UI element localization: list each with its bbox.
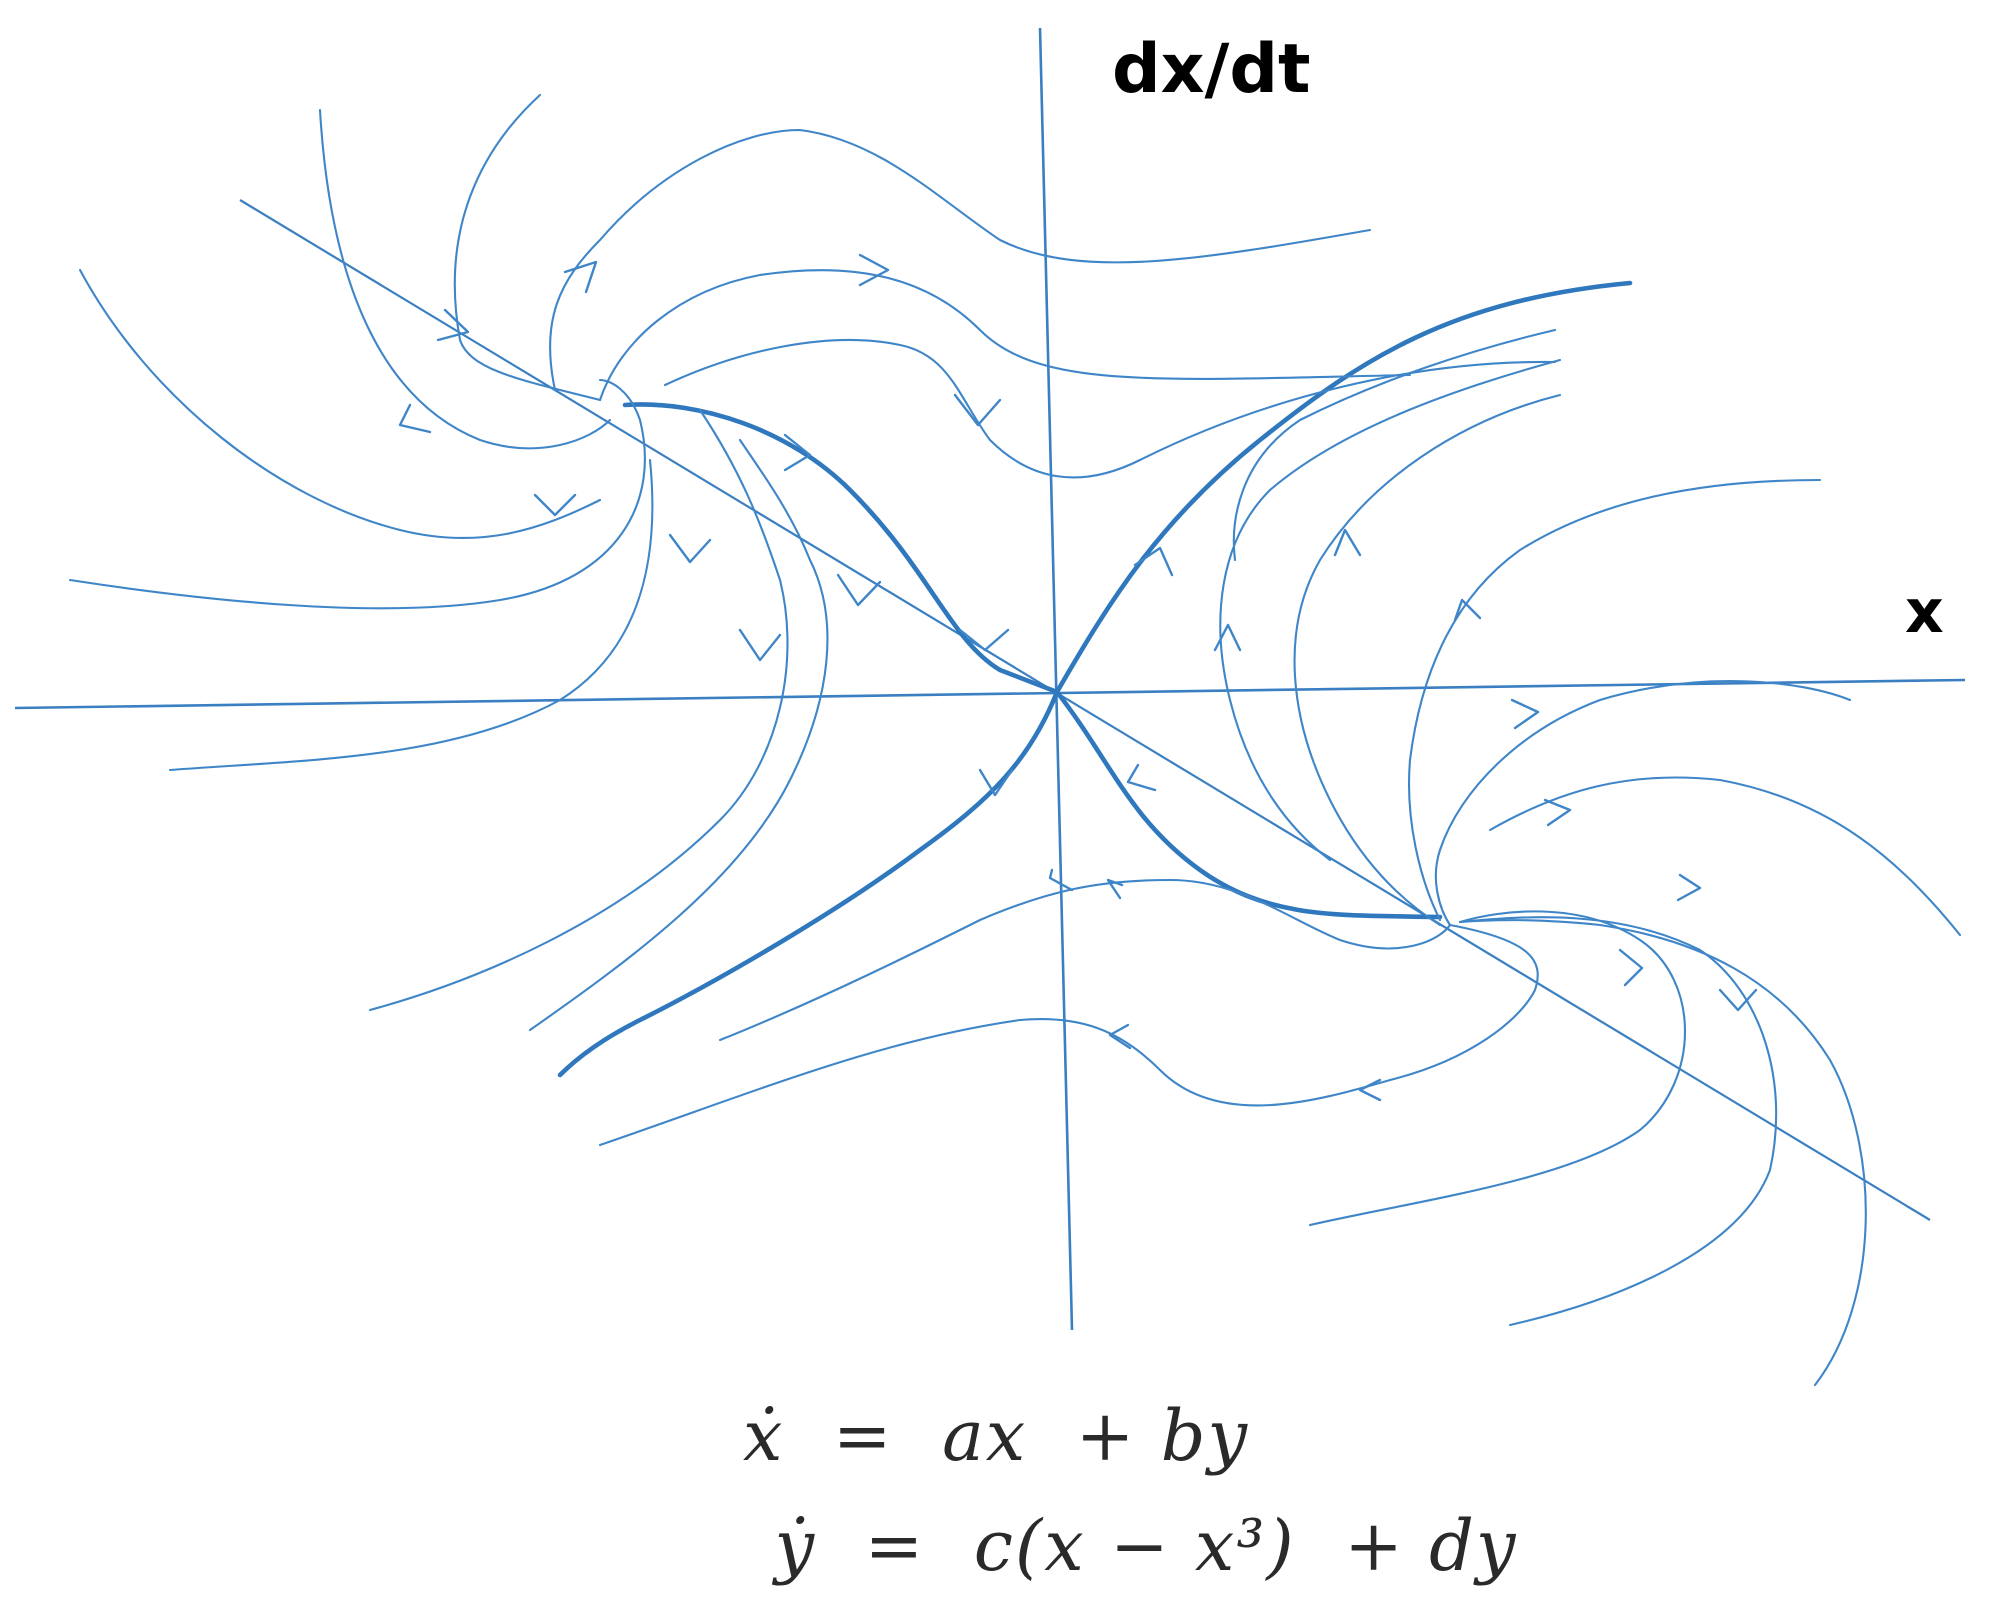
horizontal-axis <box>14 678 1966 710</box>
trajectory <box>1232 328 1557 562</box>
stable-separatrix-lower <box>1054 689 1443 920</box>
arrow-icon <box>783 433 812 472</box>
arrow-icon <box>1048 868 1074 892</box>
arrow-icon <box>1453 598 1482 622</box>
arrow-icon <box>738 628 782 662</box>
arrow-icon <box>1133 546 1174 577</box>
vertical-axis <box>1038 27 1074 1331</box>
eigen-line <box>239 199 1931 1221</box>
stable-separatrix-upper <box>622 402 1060 695</box>
unstable-separatrix-upper <box>1054 280 1633 695</box>
vertical-axis-label: dx/dt <box>1112 30 1311 109</box>
arrow-icon <box>668 533 712 564</box>
arrow-icon <box>1106 878 1124 900</box>
arrow-icon <box>436 308 470 342</box>
arrow-icon <box>836 573 882 607</box>
trajectory <box>1434 680 1852 927</box>
unstable-separatrix-lower <box>557 689 1060 1078</box>
arrow-icon <box>1333 528 1362 557</box>
equation-y-dot: ẏ = c(x − x³) + dy <box>774 1505 1518 1587</box>
trajectory <box>598 269 1412 402</box>
arrow-icon <box>1126 763 1157 792</box>
trajectory <box>368 408 789 1012</box>
trajectory <box>168 458 654 772</box>
trajectory <box>1458 919 1867 1387</box>
arrow-icon <box>1676 873 1702 902</box>
arrow-icon <box>1108 1023 1132 1050</box>
arrow-icon <box>1618 948 1644 987</box>
trajectory <box>318 108 612 450</box>
equation-x-dot: ẋ = ax + by <box>742 1395 1250 1477</box>
trajectory <box>1219 358 1562 862</box>
arrow-icon <box>978 768 1014 797</box>
arrow-icon <box>953 393 1002 427</box>
arrow-icon <box>1543 798 1572 827</box>
trajectories <box>68 93 1962 1387</box>
trajectory <box>78 268 602 540</box>
arrow-icon <box>858 253 890 287</box>
arrow-icon <box>1358 1078 1382 1102</box>
trajectory <box>453 93 602 402</box>
trajectory <box>548 128 1372 392</box>
arrow-icon <box>1510 698 1540 730</box>
horizontal-axis-label: x <box>1905 577 1944 647</box>
trajectory <box>598 923 1539 1147</box>
trajectory <box>1293 393 1562 927</box>
arrow-icon <box>1213 623 1242 652</box>
trajectory <box>68 378 646 610</box>
direction-arrows <box>398 253 1758 1102</box>
trajectory <box>1308 910 1687 1227</box>
arrow-icon <box>533 493 577 517</box>
arrow-icon <box>1718 988 1758 1012</box>
arrow-icon <box>398 403 432 434</box>
trajectory <box>1408 478 1822 922</box>
trajectory <box>718 878 1452 1042</box>
trajectory <box>1488 776 1962 937</box>
arrow-icon <box>958 628 1010 652</box>
trajectory <box>528 438 829 1032</box>
arrow-icon <box>563 260 598 294</box>
trajectory <box>663 338 1557 479</box>
trajectory <box>1458 916 1778 1327</box>
